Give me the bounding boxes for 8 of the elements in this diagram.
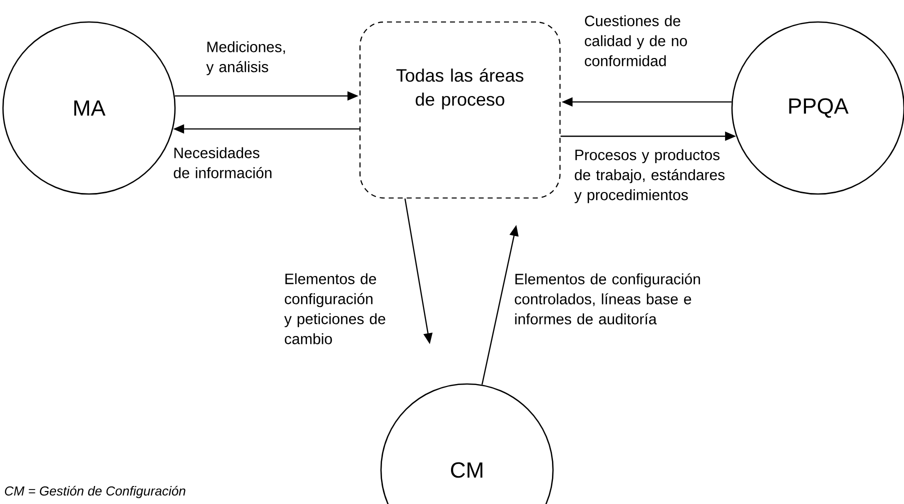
footnote: CM = Gestión de Configuración [4, 486, 186, 498]
edge-label: Cuestiones de calidad y de no conformidad [584, 15, 687, 66]
edge-label: Mediciones, y análisis [206, 41, 285, 76]
edge-label: Procesos y productos de trabajo, estándares y procedimientos [574, 149, 725, 204]
edge-label: Elementos de configuración controlados, líneas base e informes de auditoría [514, 273, 700, 324]
process-area-box: Todas las áreas de proceso [359, 21, 561, 199]
edge-label: Elementos de configuración y peticiones de cambio [284, 273, 386, 344]
edge-label: Necesidades de información [174, 147, 272, 178]
